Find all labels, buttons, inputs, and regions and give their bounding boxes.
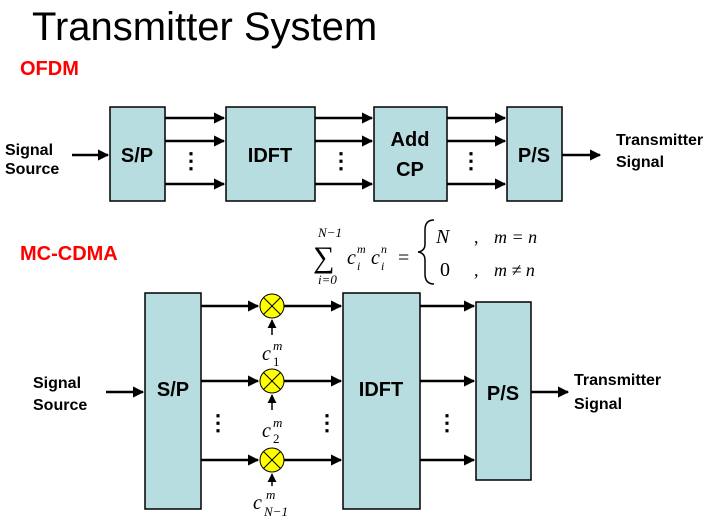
ofdm-ps-block <box>506 106 563 202</box>
mccdma-idft-label: IDFT <box>359 379 403 401</box>
eq-case1-cond: m = n <box>494 227 537 247</box>
code-1-sup: m <box>273 338 282 353</box>
ofdm-cp-label: CP <box>396 159 424 181</box>
eq-case2-value: 0 <box>440 259 450 281</box>
circle-times-icon <box>259 447 285 473</box>
eq-sigma: ∑ <box>313 241 334 274</box>
orthogonality-equation: N−1 ∑ i=0 c m i c n i = N , m = n 0 , m … <box>313 219 537 287</box>
circle-times-icon <box>259 293 285 319</box>
eq-case1-value: N <box>435 226 451 248</box>
code-2-sup: m <box>273 415 282 430</box>
ofdm-idft-label: IDFT <box>248 145 292 167</box>
mccdma-input-label-line1: Signal <box>33 375 81 392</box>
eq-brace <box>417 219 435 285</box>
mccdma-ellipsis-1: ⋮ <box>207 410 229 435</box>
mccdma-output-label-line2: Signal <box>574 396 622 413</box>
ofdm-output-label-line2: Signal <box>616 154 664 171</box>
eq-term1: c <box>347 247 356 269</box>
eq-term2-sub: i <box>381 259 384 273</box>
code-2-base: c <box>262 420 271 442</box>
code-2-sub: 2 <box>273 431 280 446</box>
eq-case2-comma: , <box>474 260 479 280</box>
eq-case2-cond: m ≠ n <box>494 260 535 280</box>
ofdm-sp-label: S/P <box>121 145 153 167</box>
mccdma-sp-label: S/P <box>157 379 189 401</box>
mccdma-ellipsis-2: ⋮ <box>316 410 338 435</box>
mccdma-output-label-line1: Transmitter <box>574 372 661 389</box>
eq-term2-sup: n <box>381 242 387 256</box>
mccdma-ellipsis-3: ⋮ <box>436 410 458 435</box>
ofdm-input-label-line2: Source <box>5 161 59 178</box>
ofdm-output-label-line1: Transmitter <box>616 132 703 149</box>
code-3-sub: N−1 <box>263 504 288 519</box>
eq-equals: = <box>398 247 409 269</box>
page-title: Transmitter System <box>32 5 377 49</box>
mccdma-idft-block <box>342 292 421 510</box>
mccdma-ps-block <box>475 301 532 481</box>
ofdm-ellipsis-3: ⋮ <box>460 148 482 173</box>
ofdm-ellipsis-1: ⋮ <box>180 148 202 173</box>
ofdm-ellipsis-2: ⋮ <box>330 148 352 173</box>
code-3-base: c <box>253 492 262 514</box>
ofdm-idft-block <box>225 106 316 202</box>
circle-times-icon <box>259 368 285 394</box>
ofdm-heading: OFDM <box>20 58 79 80</box>
code-3-sup: m <box>266 487 275 502</box>
code-1-base: c <box>262 343 271 365</box>
eq-term2: c <box>371 247 380 269</box>
eq-sum-lower: i=0 <box>318 272 337 287</box>
ofdm-add-label: Add <box>391 129 430 151</box>
ofdm-addcp-block <box>373 106 448 202</box>
eq-term1-sub: i <box>357 259 360 273</box>
mccdma-ps-label: P/S <box>487 383 519 405</box>
mccdma-sp-block <box>144 292 202 510</box>
ofdm-sp-block <box>109 106 166 202</box>
ofdm-input-label-line1: Signal <box>5 142 53 159</box>
eq-sum-upper: N−1 <box>317 225 342 240</box>
ofdm-ps-label: P/S <box>518 145 550 167</box>
eq-case1-comma: , <box>474 227 479 247</box>
eq-term1-sup: m <box>357 242 366 256</box>
mccdma-heading: MC-CDMA <box>20 243 118 265</box>
mccdma-input-label-line2: Source <box>33 397 87 414</box>
code-1-sub: 1 <box>273 354 280 369</box>
